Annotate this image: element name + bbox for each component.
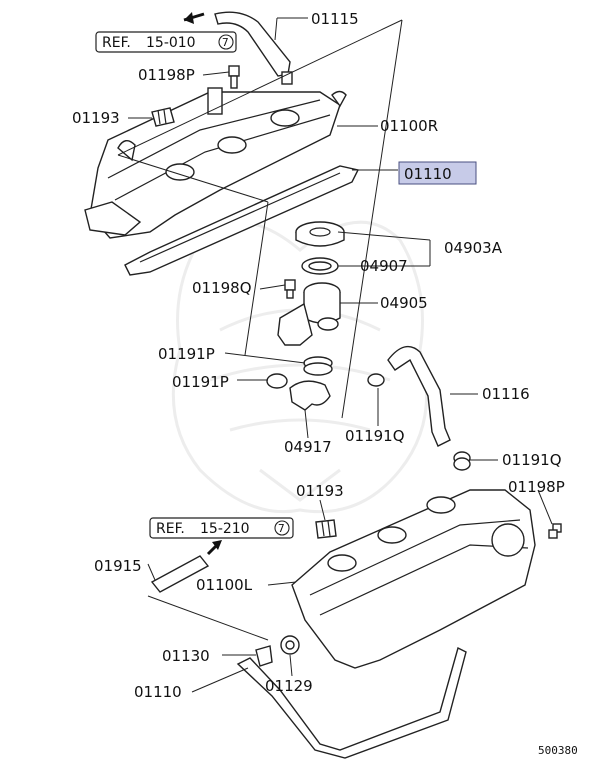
ref-lower-circled: 7 [278,522,285,535]
valve-cover-right[interactable] [84,87,347,239]
hose-clamp-p1[interactable] [303,356,333,376]
label-01191Q-a[interactable]: 01191Q [345,427,405,445]
label-01198Q[interactable]: 01198Q [192,279,252,297]
ref-lower-number: 15-210 [200,521,250,537]
ref-upper-circled: 7 [222,36,229,49]
label-01193-top[interactable]: 01193 [72,109,120,127]
label-01115[interactable]: 01115 [311,10,359,28]
label-01915[interactable]: 01915 [94,557,142,575]
bolt-bottom[interactable] [548,523,562,539]
bolt-01198Q[interactable] [284,279,296,299]
oil-filler-neck[interactable] [277,282,341,346]
label-01129[interactable]: 01129 [265,677,313,695]
label-01110-top[interactable]: 01110 [404,165,452,183]
grommet-01129[interactable] [280,635,300,655]
label-01198P-bottom[interactable]: 01198P [508,478,565,496]
bolt-top[interactable] [228,65,240,89]
hose-01116[interactable] [387,345,451,447]
label-01193-bottom[interactable]: 01193 [296,482,344,500]
ref-arrow-lower [206,540,222,556]
elbow-hose-04917[interactable] [289,380,331,411]
label-01198P-top[interactable]: 01198P [138,66,195,84]
label-01116[interactable]: 01116 [482,385,530,403]
breather-hose-top[interactable] [214,11,293,85]
pcv-valve-01130[interactable] [255,645,273,667]
label-01191P-b[interactable]: 01191P [172,373,229,391]
gasket-top[interactable] [124,165,360,276]
ref-upper-prefix: REF. [102,35,131,51]
hose-clamp-q1[interactable] [367,373,385,387]
label-01100L[interactable]: 01100L [196,576,253,594]
hose-01915[interactable] [150,555,210,593]
valve-cover-left[interactable] [291,489,536,669]
diagram-id: 500380 [538,744,578,757]
part-labels: 01115 01198P 01193 01100R 01110 04903A 0… [72,10,565,701]
leader-lines [117,17,553,693]
label-04907[interactable]: 04907 [360,257,408,275]
watermark-emblem [171,220,429,514]
label-01100R[interactable]: 01100R [380,117,438,135]
label-04903A[interactable]: 04903A [444,239,503,257]
label-04917[interactable]: 04917 [284,438,332,456]
ref-upper-number: 15-010 [146,35,196,51]
hose-clamp-p2[interactable] [266,373,288,389]
oil-filler-cap[interactable] [295,221,345,247]
clip-top[interactable] [151,107,175,127]
cap-gasket[interactable] [301,257,339,275]
label-01191P-a[interactable]: 01191P [158,345,215,363]
ref-lower-prefix: REF. [156,521,185,537]
gasket-bottom[interactable] [236,646,467,759]
ref-arrow-upper [183,12,205,24]
ref-box-upper[interactable]: REF. 15-010 7 [95,31,237,53]
label-04905[interactable]: 04905 [380,294,428,312]
hose-clamp-q2[interactable] [453,451,471,471]
clip-bottom[interactable] [315,519,337,539]
label-01110-bottom[interactable]: 01110 [134,683,182,701]
ref-box-lower[interactable]: REF. 15-210 7 [149,517,294,539]
part-highlight [398,161,477,185]
label-01130[interactable]: 01130 [162,647,210,665]
label-01191Q-b[interactable]: 01191Q [502,451,562,469]
